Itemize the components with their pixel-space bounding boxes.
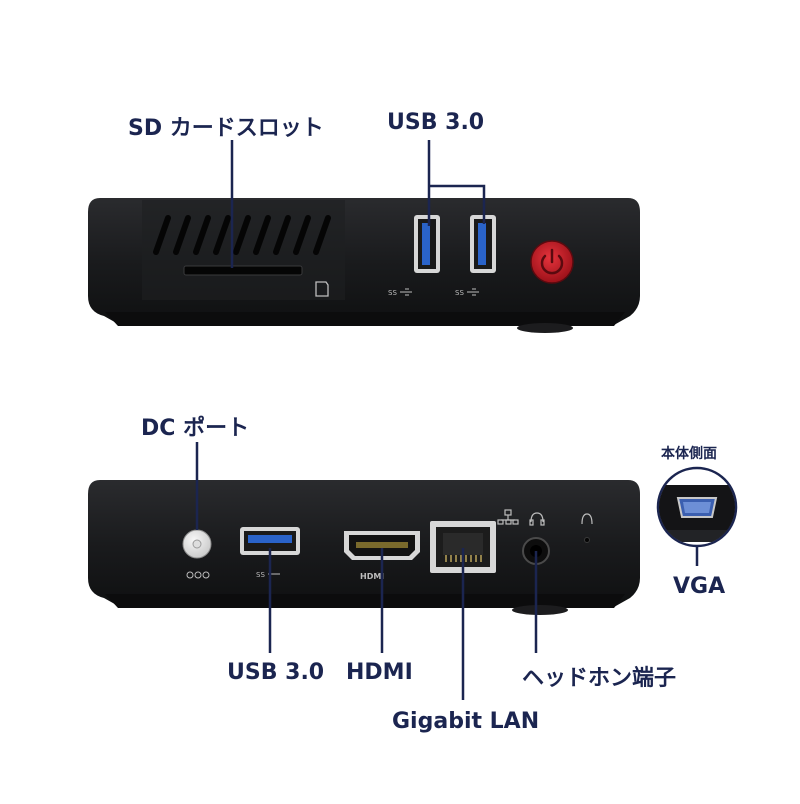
rear-foot <box>512 605 568 615</box>
front-base <box>105 312 625 326</box>
rear-view: SS HDMI <box>88 442 699 700</box>
dc-polarity-icon <box>186 571 210 579</box>
side-view-label: 本体側面 <box>661 446 717 462</box>
vga-port <box>676 497 718 518</box>
headphone-icon <box>529 512 545 526</box>
gigabit-lan-label: Gigabit LAN <box>392 709 540 734</box>
vent-slots <box>153 215 331 255</box>
headphone-jack <box>522 537 550 565</box>
usb-port-rear <box>240 527 300 555</box>
rear-base <box>105 594 625 608</box>
sd-slot-label: SD カードスロット <box>128 116 324 141</box>
svg-text:SS: SS <box>256 571 265 579</box>
ss-usb-icon-1: SS <box>388 288 412 297</box>
usb-front-label: USB 3.0 <box>387 110 485 135</box>
dc-power-port <box>182 529 212 559</box>
sd-card-icon <box>315 281 329 297</box>
svg-text:SS: SS <box>388 289 397 297</box>
vga-inset <box>656 466 738 548</box>
sd-card-slot <box>183 265 303 276</box>
usb-port-front-2 <box>470 215 496 273</box>
mic-icon <box>581 513 593 525</box>
rear-callout-lines <box>195 442 699 700</box>
usb-rear-label: USB 3.0 <box>227 660 325 685</box>
mic-hole <box>584 537 590 543</box>
dc-port-label: DC ポート <box>141 416 250 441</box>
hdmi-label: HDMI <box>346 660 413 685</box>
power-button <box>530 240 574 284</box>
vga-label: VGA <box>673 574 726 599</box>
svg-text:SS: SS <box>455 289 464 297</box>
headphone-label: ヘッドホン端子 <box>522 666 677 691</box>
ss-usb-icon-2: SS <box>455 288 479 297</box>
front-foot <box>517 323 573 333</box>
network-icon <box>497 509 519 525</box>
hdmi-port <box>344 531 420 560</box>
front-view: SS SS <box>88 140 640 333</box>
usb-port-front-1 <box>414 215 440 273</box>
hdmi-logo: HDMI <box>360 572 384 581</box>
front-callout-lines <box>230 140 486 268</box>
